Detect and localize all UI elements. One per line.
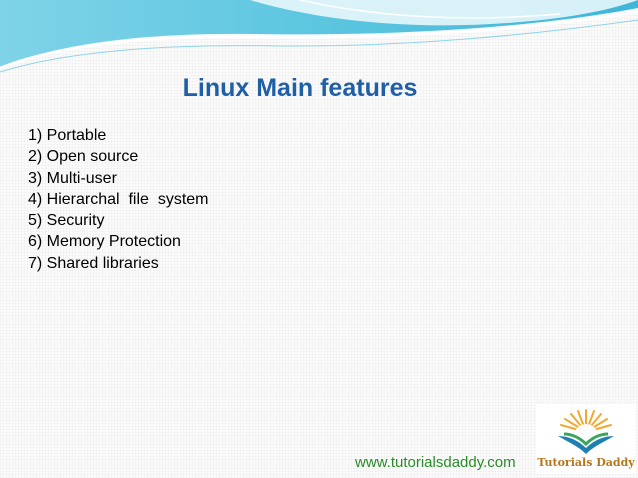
footer-website-link[interactable]: www.tutorialsdaddy.com: [355, 454, 516, 471]
feature-item-hierarchal-file-system: 4) Hierarchal file system: [28, 190, 209, 208]
sunrise-book-icon: [558, 409, 614, 454]
logo-text: Tutorials Daddy: [537, 456, 635, 469]
feature-item-portable: 1) Portable: [28, 127, 107, 144]
feature-item-security: 5) Security: [28, 212, 105, 230]
feature-list: 1) Portable 2) Open source 3) Multi-user…: [28, 125, 209, 274]
header-swoosh-decoration: [0, 0, 638, 73]
feature-item-multi-user: 3) Multi-user: [28, 169, 117, 187]
feature-item-open-source: 2) Open source: [28, 148, 139, 166]
slide-title: Linux Main features: [182, 74, 418, 102]
feature-item-shared-libraries: 7) Shared libraries: [28, 254, 159, 272]
feature-item-memory-protection: 6) Memory Protection: [28, 233, 181, 251]
tutorials-daddy-logo: Tutorials Daddy: [536, 404, 636, 474]
